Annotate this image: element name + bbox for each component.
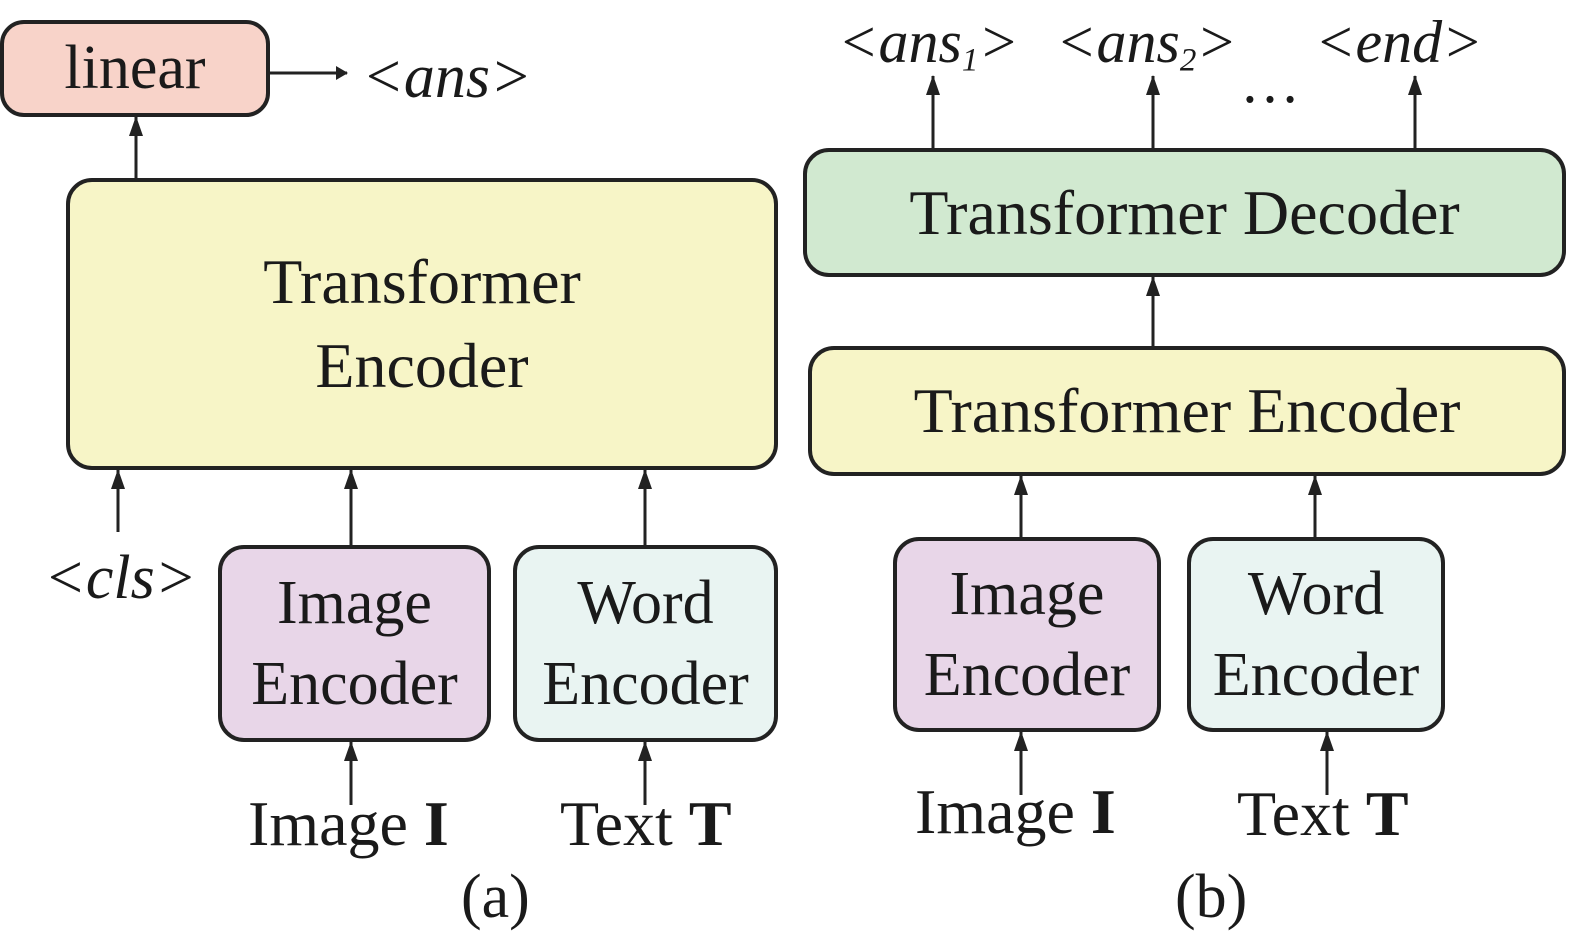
linear-label: linear [64, 33, 206, 102]
word-encoder-a-line1: Word [577, 568, 714, 637]
word-encoder-b: Word Encoder [1187, 537, 1445, 732]
transformer-encoder-a: Transformer Encoder [66, 178, 778, 470]
word-encoder-b-line2: Encoder [1212, 640, 1420, 709]
image-encoder-b-line1: Image [949, 559, 1105, 628]
image-input-b-prefix: Image [915, 776, 1091, 847]
image-encoder-a-line2: Encoder [251, 649, 458, 718]
text-input-b: Text T [1237, 782, 1409, 846]
end-output-label: <end> [1315, 9, 1483, 75]
image-encoder-a: Image Encoder [218, 545, 491, 742]
word-encoder-b-line1: Word [1247, 559, 1385, 628]
encoder-a-line2: Encoder [315, 330, 529, 401]
caption-b: (b) [1175, 863, 1248, 931]
cls-token-label: <cls> [44, 544, 197, 612]
word-encoder-a: Word Encoder [513, 545, 778, 742]
encoder-a-line1: Transformer [263, 245, 581, 317]
caption-a: (a) [461, 863, 530, 931]
ans1-subscript: 1 [961, 42, 979, 79]
ellipsis-label: … [1240, 49, 1300, 115]
ans2-suffix: > [1196, 9, 1237, 75]
image-input-a-prefix: Image [248, 788, 424, 859]
image-encoder-b: Image Encoder [893, 537, 1161, 732]
image-input-b: Image I [915, 780, 1116, 844]
ans2-subscript: 2 [1179, 42, 1197, 79]
text-input-a-symbol: T [688, 788, 732, 859]
text-input-b-prefix: Text [1237, 778, 1366, 849]
image-input-a-symbol: I [423, 788, 449, 859]
word-encoder-a-line2: Encoder [542, 649, 749, 718]
ans1-output-label: <ans1> [838, 12, 1019, 77]
image-encoder-a-line1: Image [277, 568, 432, 637]
ans1-suffix: > [978, 9, 1019, 75]
ans2-prefix: <ans [1056, 9, 1180, 75]
text-input-b-symbol: T [1365, 778, 1409, 849]
decoder-b-label: Transformer Decoder [909, 176, 1460, 248]
transformer-decoder-b: Transformer Decoder [803, 148, 1566, 277]
linear-box: linear [0, 20, 270, 117]
text-input-a: Text T [560, 792, 732, 856]
image-input-a: Image I [248, 792, 449, 856]
encoder-b-label: Transformer Encoder [913, 375, 1461, 447]
ans-output-label: <ans> [362, 43, 532, 111]
image-encoder-b-line2: Encoder [923, 640, 1131, 709]
ans2-output-label: <ans2> [1056, 12, 1237, 77]
image-input-b-symbol: I [1090, 776, 1116, 847]
text-input-a-prefix: Text [560, 788, 689, 859]
ans1-prefix: <ans [838, 9, 962, 75]
transformer-encoder-b: Transformer Encoder [808, 346, 1566, 476]
